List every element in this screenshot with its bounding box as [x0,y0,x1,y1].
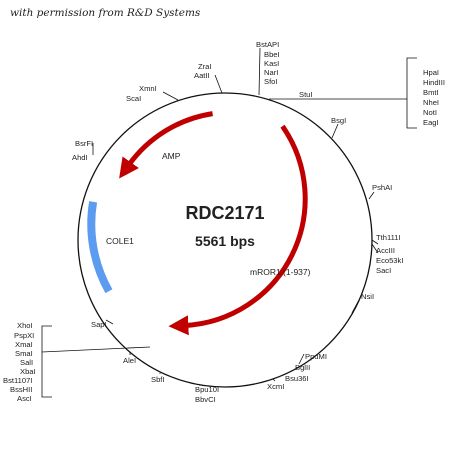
site-label: StuI [299,90,313,99]
mror1-arrow [168,124,308,336]
site-label: BbeI [264,50,280,59]
site-label: HindIII [423,78,445,87]
site-label: XbaI [20,367,36,376]
site-leader-lines [41,47,417,398]
gene-label-amp: AMP [162,151,181,161]
site-label: BmtI [423,88,439,97]
site-label: PspXI [14,331,34,340]
site-label: BsrFI [75,139,93,148]
site-label: AhdI [72,153,88,162]
site-label: SapI [91,320,107,329]
site-label: BbvCI [195,395,216,404]
site-label: AleI [123,356,136,365]
site-label: KasI [264,59,279,68]
site-label: XhoI [17,321,33,330]
permission-note: with permission from R&D Systems [10,7,201,19]
site-label: EagI [423,118,439,127]
site-label: SacI [376,266,391,275]
site-label: BssHII [10,385,32,394]
cole1-feature [87,201,113,294]
site-label: NarI [264,68,278,77]
site-label: XmaI [15,340,33,349]
gene-label-mror1: mROR1 (1-937) [250,267,311,277]
site-label: SalI [20,358,33,367]
site-label: BsgI [331,116,346,125]
site-label: Tth111I [376,233,401,242]
site-label: BstAPI [256,40,279,49]
site-label: XcmI [267,382,284,391]
site-label: SfoI [264,77,278,86]
site-label: ScaI [126,94,141,103]
site-label: Bst1107I [3,376,32,385]
site-label: PshAI [372,183,392,192]
site-label: SbfI [151,375,165,384]
site-label: XmnI [139,84,157,93]
site-label: NheI [423,98,439,107]
site-label: Bpu10I [195,385,219,394]
plasmid-name: RDC2171 [185,203,264,223]
site-label: AscI [17,394,32,403]
site-label: Bsu36I [285,374,309,383]
site-label: PpuMI [305,352,327,361]
amp-arrow [119,111,213,179]
site-label: NsiI [361,292,374,301]
site-label: HpaI [423,68,439,77]
site-label: NotI [423,108,437,117]
site-label: AccIII [376,246,395,255]
site-label: Eco53kI [376,256,403,265]
site-label: ZraI [198,62,212,71]
gene-label-cole1: COLE1 [106,236,134,246]
site-label: SmaI [15,349,33,358]
site-label: BglII [295,363,310,372]
plasmid-size: 5561 bps [195,233,255,249]
site-label: AatII [194,71,210,80]
